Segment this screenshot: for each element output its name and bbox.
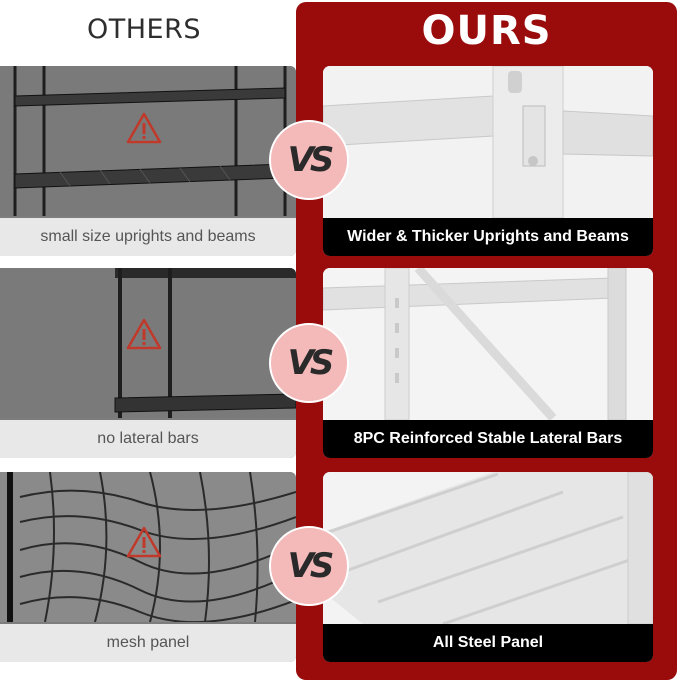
wire-shelf-photo bbox=[0, 268, 296, 418]
vs-badge: VS bbox=[269, 120, 349, 200]
steel-lateral-bars-photo bbox=[323, 268, 653, 420]
warning-triangle-icon bbox=[126, 318, 162, 350]
others-card-uprights: small size uprights and beams bbox=[0, 66, 296, 256]
mesh-panel-photo bbox=[0, 472, 296, 622]
steel-panel-photo bbox=[323, 472, 653, 624]
vs-badge: VS bbox=[269, 526, 349, 606]
ours-caption: 8PC Reinforced Stable Lateral Bars bbox=[323, 420, 653, 458]
steel-upright-photo bbox=[323, 66, 653, 218]
vs-badge: VS bbox=[269, 323, 349, 403]
others-heading: OTHERS bbox=[86, 14, 201, 45]
ours-card-lateral: 8PC Reinforced Stable Lateral Bars bbox=[323, 268, 653, 458]
ours-caption: Wider & Thicker Uprights and Beams bbox=[323, 218, 653, 256]
ours-heading: OURS bbox=[421, 8, 552, 54]
warning-triangle-icon bbox=[126, 112, 162, 144]
warning-triangle-icon bbox=[126, 526, 162, 558]
others-card-panel: mesh panel bbox=[0, 472, 296, 662]
others-caption: no lateral bars bbox=[0, 420, 296, 458]
ours-card-panel: All Steel Panel bbox=[323, 472, 653, 662]
others-caption: small size uprights and beams bbox=[0, 218, 296, 256]
others-card-lateral: no lateral bars bbox=[0, 268, 296, 458]
ours-caption: All Steel Panel bbox=[323, 624, 653, 662]
others-caption: mesh panel bbox=[0, 624, 296, 662]
ours-card-uprights: Wider & Thicker Uprights and Beams bbox=[323, 66, 653, 256]
